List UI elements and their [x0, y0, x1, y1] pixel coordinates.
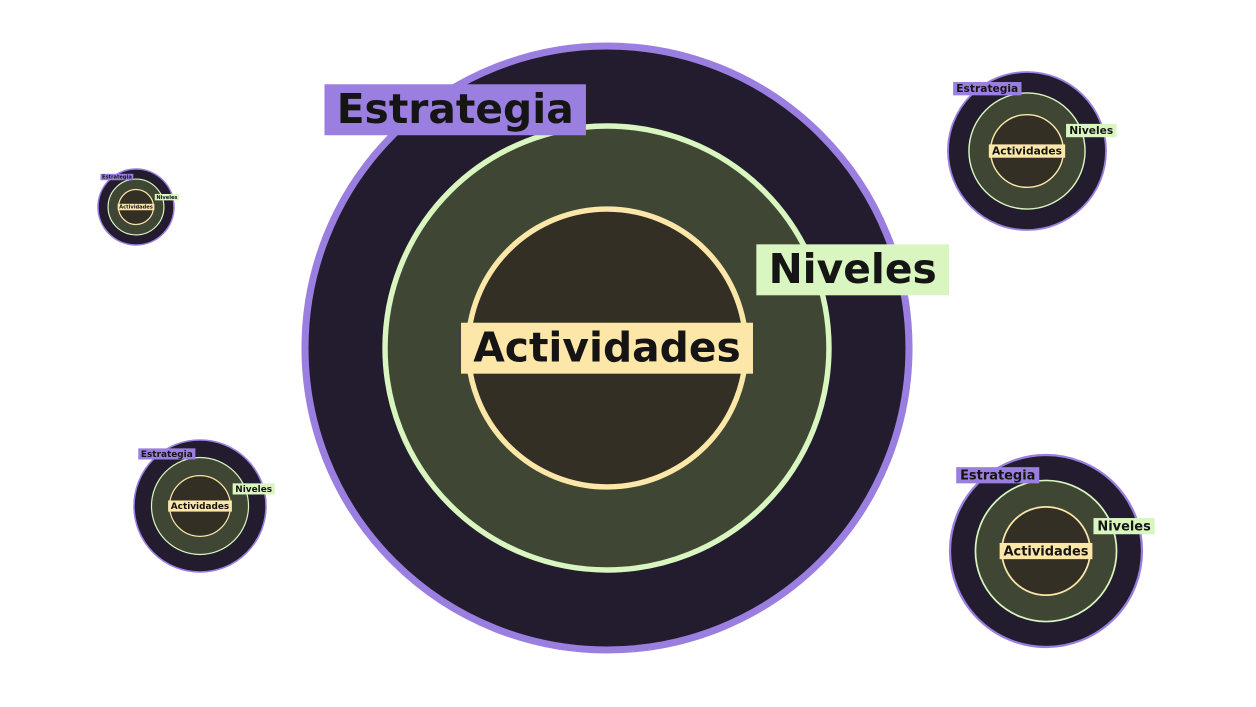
activities-label: Actividades	[992, 145, 1062, 158]
strategy-label-tag	[324, 84, 586, 136]
levels-label-tag	[1066, 123, 1117, 138]
activities-label-tag	[988, 144, 1066, 158]
strategy-label: Estrategia	[337, 85, 574, 133]
levels-label: Niveles	[235, 485, 272, 495]
activities-label-tag	[117, 203, 155, 211]
activities-label: Actividades	[119, 205, 153, 211]
activities-label: Actividades	[171, 502, 229, 512]
strategy-label-tag	[953, 82, 1022, 96]
strategy-label: Estrategia	[956, 82, 1018, 95]
levels-label-tag	[232, 483, 275, 495]
strategy-label: Estrategia	[102, 175, 132, 181]
levels-label: Niveles	[156, 195, 177, 201]
strategy-label-tag	[100, 173, 134, 181]
activities-label-tag	[168, 500, 232, 512]
levels-label: Niveles	[769, 245, 937, 293]
strategy-label: Estrategia	[960, 468, 1035, 483]
levels-label: Niveles	[1097, 519, 1151, 534]
activities-label: Actividades	[1004, 544, 1089, 559]
activities-label-tag	[999, 542, 1093, 560]
strategy-label: Estrategia	[141, 450, 193, 460]
strategy-label-tag	[138, 448, 196, 460]
levels-label: Niveles	[1069, 124, 1113, 137]
levels-label-tag	[154, 193, 180, 201]
levels-label-tag	[756, 244, 950, 296]
levels-label-tag	[1093, 518, 1155, 535]
activities-label-tag	[461, 322, 753, 374]
strategy-label-tag	[956, 467, 1040, 484]
activities-label: Actividades	[473, 323, 741, 371]
